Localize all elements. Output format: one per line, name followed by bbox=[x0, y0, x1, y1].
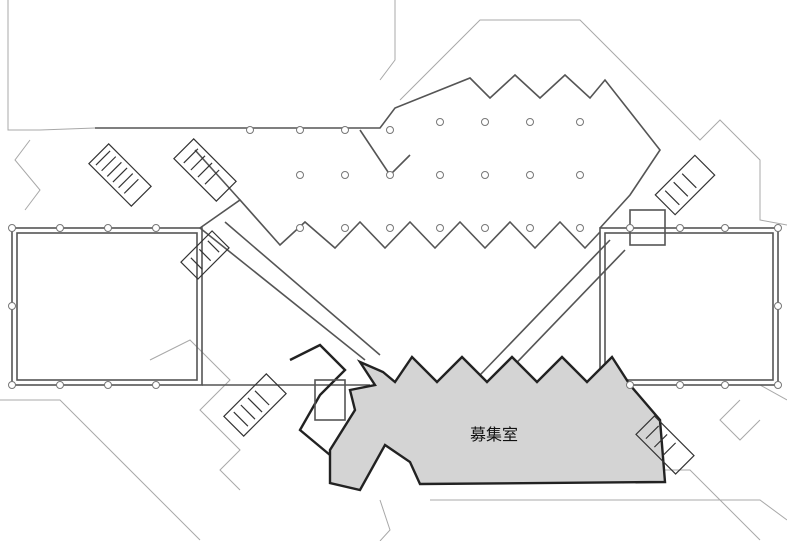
column-marker bbox=[8, 302, 16, 310]
upper-hall bbox=[95, 73, 661, 250]
column-marker bbox=[576, 118, 584, 126]
column-marker bbox=[481, 118, 489, 126]
stairs bbox=[88, 138, 716, 475]
column-marker bbox=[481, 224, 489, 232]
column-marker bbox=[246, 126, 254, 134]
room-label: 募集室 bbox=[470, 425, 519, 444]
column-marker bbox=[104, 381, 112, 389]
column-marker bbox=[296, 126, 304, 134]
column-marker bbox=[341, 224, 349, 232]
right-wing bbox=[599, 227, 779, 386]
column-marker bbox=[526, 118, 534, 126]
column-marker bbox=[626, 381, 634, 389]
column-marker bbox=[676, 381, 684, 389]
column-marker bbox=[676, 224, 684, 232]
column-marker bbox=[296, 171, 304, 179]
column-marker bbox=[341, 126, 349, 134]
column-marker bbox=[526, 171, 534, 179]
column-marker bbox=[56, 381, 64, 389]
column-marker bbox=[436, 118, 444, 126]
column-marker bbox=[526, 224, 534, 232]
column-marker bbox=[576, 171, 584, 179]
column-marker bbox=[8, 381, 16, 389]
column-marker bbox=[104, 224, 112, 232]
column-marker bbox=[386, 126, 394, 134]
column-marker bbox=[152, 381, 160, 389]
column-marker bbox=[774, 302, 782, 310]
column-marker bbox=[152, 224, 160, 232]
column-marker bbox=[56, 224, 64, 232]
column-marker bbox=[774, 381, 782, 389]
column-marker bbox=[296, 224, 304, 232]
column-marker bbox=[721, 224, 729, 232]
column-marker bbox=[436, 171, 444, 179]
columns bbox=[8, 118, 782, 389]
column-marker bbox=[721, 381, 729, 389]
column-marker bbox=[386, 171, 394, 179]
column-marker bbox=[774, 224, 782, 232]
column-marker bbox=[386, 224, 394, 232]
column-marker bbox=[576, 224, 584, 232]
column-marker bbox=[481, 171, 489, 179]
column-marker bbox=[341, 171, 349, 179]
column-marker bbox=[626, 224, 634, 232]
column-marker bbox=[436, 224, 444, 232]
column-marker bbox=[8, 224, 16, 232]
